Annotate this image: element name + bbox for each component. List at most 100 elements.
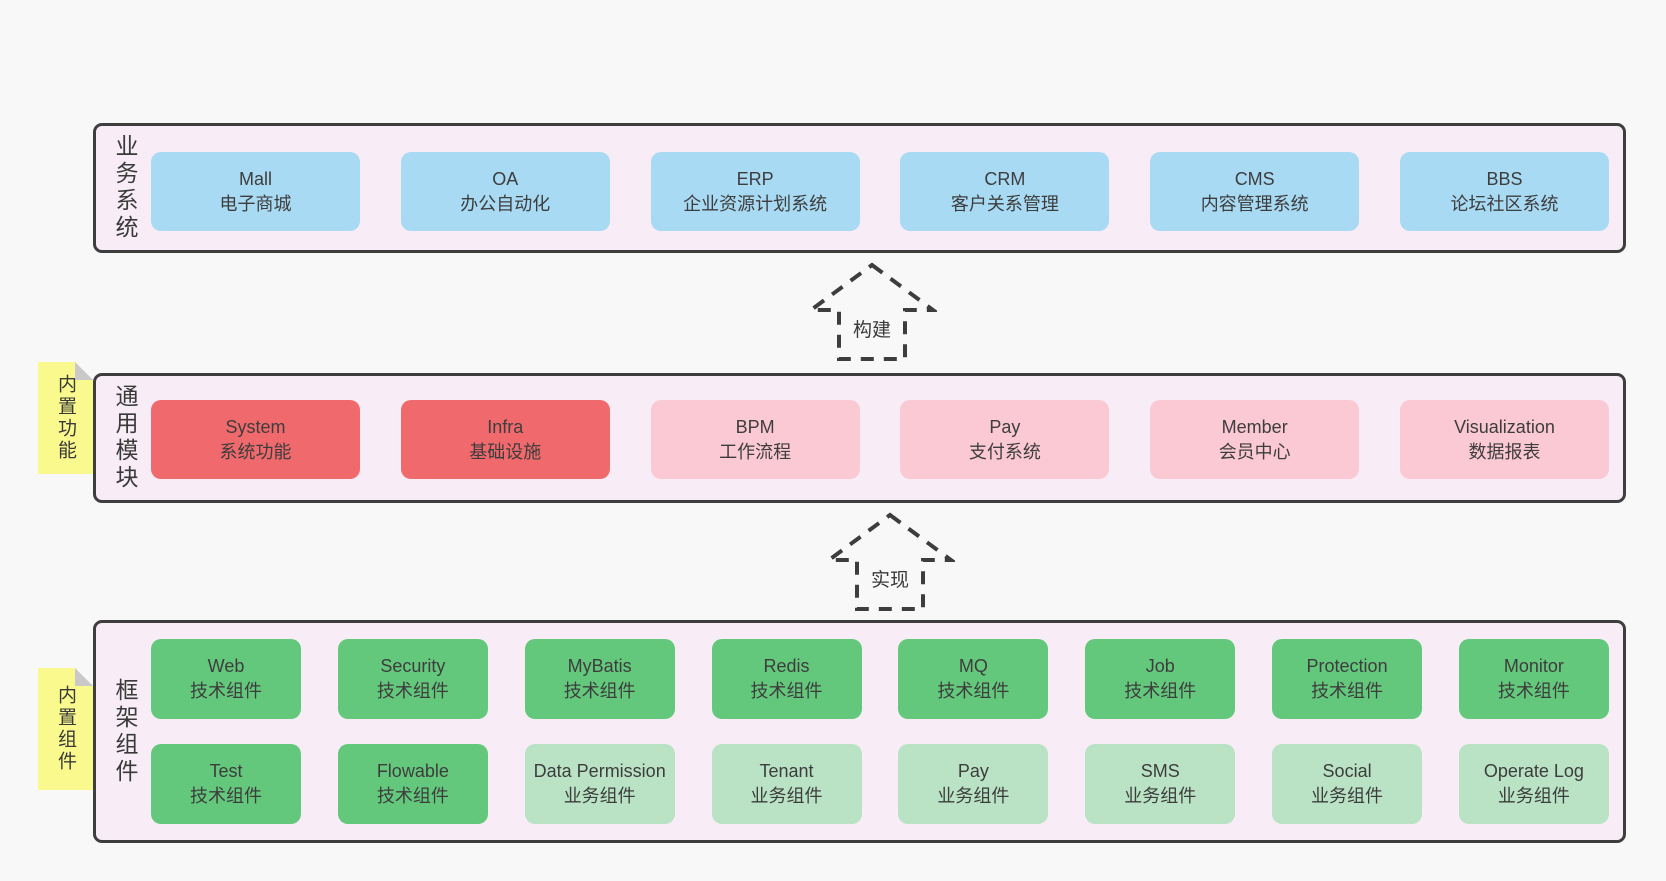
box-name: Monitor bbox=[1503, 656, 1564, 676]
framework-components-row-1: Web 技术组件 Security 技术组件 MyBatis 技术组件 Redi… bbox=[151, 639, 1609, 719]
box-desc: 电子商城 bbox=[219, 193, 292, 214]
box-social: Social 业务组件 bbox=[1272, 744, 1423, 824]
box-desc: 技术组件 bbox=[190, 681, 262, 701]
box-desc: 工作流程 bbox=[719, 441, 792, 462]
box-desc: 业务组件 bbox=[1311, 786, 1384, 806]
box-desc: 技术组件 bbox=[1124, 681, 1197, 701]
box-desc: 技术组件 bbox=[937, 681, 1010, 701]
box-mybatis: MyBatis 技术组件 bbox=[524, 639, 675, 719]
framework-components-row-2: Test 技术组件 Flowable 技术组件 Data Permission … bbox=[151, 744, 1609, 824]
box-name: Security bbox=[380, 656, 446, 676]
box-pay-component: Pay 业务组件 bbox=[898, 744, 1049, 824]
implement-arrow: 实现 bbox=[825, 512, 955, 612]
box-desc: 业务组件 bbox=[937, 786, 1010, 806]
sticky-built-in-components: 内置组件 bbox=[38, 668, 93, 790]
box-name: Web bbox=[207, 656, 245, 676]
box-desc: 办公自动化 bbox=[460, 193, 551, 214]
box-name: Operate Log bbox=[1483, 761, 1584, 781]
box-name: Test bbox=[209, 761, 243, 781]
box-desc: 论坛社区系统 bbox=[1450, 193, 1559, 214]
box-redis: Redis 技术组件 bbox=[711, 639, 862, 719]
sticky-label: 内置功能 bbox=[55, 374, 76, 462]
box-name: Visualization bbox=[1454, 416, 1555, 437]
box-desc: 基础设施 bbox=[469, 441, 542, 462]
box-desc: 技术组件 bbox=[1497, 681, 1570, 701]
box-name: BBS bbox=[1486, 168, 1523, 189]
box-name: SMS bbox=[1140, 761, 1180, 781]
box-cms: CMS 内容管理系统 bbox=[1150, 152, 1360, 231]
box-name: Tenant bbox=[759, 761, 814, 781]
box-name: Flowable bbox=[376, 761, 449, 781]
panel-label-business-systems: 业务系统 bbox=[112, 134, 138, 242]
box-desc: 技术组件 bbox=[376, 681, 449, 701]
box-desc: 技术组件 bbox=[376, 786, 449, 806]
box-bpm: BPM 工作流程 bbox=[650, 400, 860, 479]
box-tenant: Tenant 业务组件 bbox=[711, 744, 862, 824]
box-name: System bbox=[225, 416, 286, 437]
box-name: MQ bbox=[958, 656, 988, 676]
box-name: CRM bbox=[984, 168, 1026, 189]
box-name: Redis bbox=[763, 656, 810, 676]
box-mall: Mall 电子商城 bbox=[151, 152, 360, 231]
box-name: Pay bbox=[989, 416, 1021, 437]
box-name: Social bbox=[1322, 761, 1372, 781]
box-infra: Infra 基础设施 bbox=[400, 400, 610, 479]
panel-label-framework-components: 框架组件 bbox=[112, 677, 138, 786]
box-web: Web 技术组件 bbox=[151, 639, 301, 719]
box-crm: CRM 客户关系管理 bbox=[900, 152, 1110, 231]
box-desc: 数据报表 bbox=[1468, 441, 1541, 462]
box-data-permission: Data Permission 业务组件 bbox=[524, 744, 675, 824]
box-job: Job 技术组件 bbox=[1085, 639, 1236, 719]
box-name: Job bbox=[1145, 656, 1175, 676]
box-name: BPM bbox=[735, 416, 775, 437]
box-security: Security 技术组件 bbox=[337, 639, 488, 719]
box-name: CMS bbox=[1234, 168, 1275, 189]
box-test: Test 技术组件 bbox=[151, 744, 301, 824]
box-sms: SMS 业务组件 bbox=[1085, 744, 1236, 824]
box-system: System 系统功能 bbox=[151, 400, 360, 479]
box-desc: 支付系统 bbox=[968, 441, 1041, 462]
box-desc: 技术组件 bbox=[750, 681, 823, 701]
up-arrow-icon bbox=[825, 512, 955, 611]
build-arrow: 构建 bbox=[807, 262, 937, 362]
common-modules-row: System 系统功能 Infra 基础设施 BPM 工作流程 Pay 支付系统… bbox=[151, 400, 1609, 479]
build-arrow-label: 构建 bbox=[849, 314, 895, 343]
box-name: Infra bbox=[487, 416, 524, 437]
panel-framework-components: 框架组件 Web 技术组件 Security 技术组件 MyBatis 技术组件… bbox=[93, 620, 1626, 843]
box-desc: 客户关系管理 bbox=[950, 193, 1059, 214]
box-mq: MQ 技术组件 bbox=[898, 639, 1049, 719]
box-name: Member bbox=[1221, 416, 1288, 437]
box-erp: ERP 企业资源计划系统 bbox=[650, 152, 860, 231]
panel-label-common-modules: 通用模块 bbox=[112, 384, 138, 492]
up-arrow-icon bbox=[807, 262, 937, 361]
box-desc: 业务组件 bbox=[1124, 786, 1197, 806]
box-desc: 业务组件 bbox=[1497, 786, 1570, 806]
box-name: OA bbox=[492, 168, 519, 189]
box-protection: Protection 技术组件 bbox=[1272, 639, 1423, 719]
box-member: Member 会员中心 bbox=[1150, 400, 1360, 479]
sticky-built-in-features: 内置功能 bbox=[38, 362, 93, 474]
panel-business-systems: 业务系统 Mall 电子商城 OA 办公自动化 ERP 企业资源计划系统 CRM… bbox=[93, 123, 1626, 253]
box-desc: 企业资源计划系统 bbox=[683, 193, 828, 214]
box-name: MyBatis bbox=[567, 656, 632, 676]
sticky-label: 内置组件 bbox=[55, 685, 76, 773]
box-desc: 会员中心 bbox=[1218, 441, 1291, 462]
box-name: Pay bbox=[957, 761, 989, 781]
box-desc: 技术组件 bbox=[1311, 681, 1384, 701]
box-oa: OA 办公自动化 bbox=[400, 152, 610, 231]
box-desc: 系统功能 bbox=[219, 441, 292, 462]
box-visualization: Visualization 数据报表 bbox=[1399, 400, 1609, 479]
business-systems-row: Mall 电子商城 OA 办公自动化 ERP 企业资源计划系统 CRM 客户关系… bbox=[151, 152, 1609, 231]
box-name: Data Permission bbox=[533, 761, 666, 781]
box-desc: 技术组件 bbox=[190, 786, 262, 806]
box-desc: 业务组件 bbox=[563, 786, 636, 806]
box-desc: 技术组件 bbox=[563, 681, 636, 701]
box-pay-module: Pay 支付系统 bbox=[900, 400, 1110, 479]
panel-common-modules: 通用模块 System 系统功能 Infra 基础设施 BPM 工作流程 Pay… bbox=[93, 373, 1626, 503]
implement-arrow-label: 实现 bbox=[867, 564, 913, 593]
box-bbs: BBS 论坛社区系统 bbox=[1399, 152, 1609, 231]
box-name: Mall bbox=[238, 168, 272, 189]
box-monitor: Monitor 技术组件 bbox=[1458, 639, 1609, 719]
box-desc: 内容管理系统 bbox=[1200, 193, 1309, 214]
